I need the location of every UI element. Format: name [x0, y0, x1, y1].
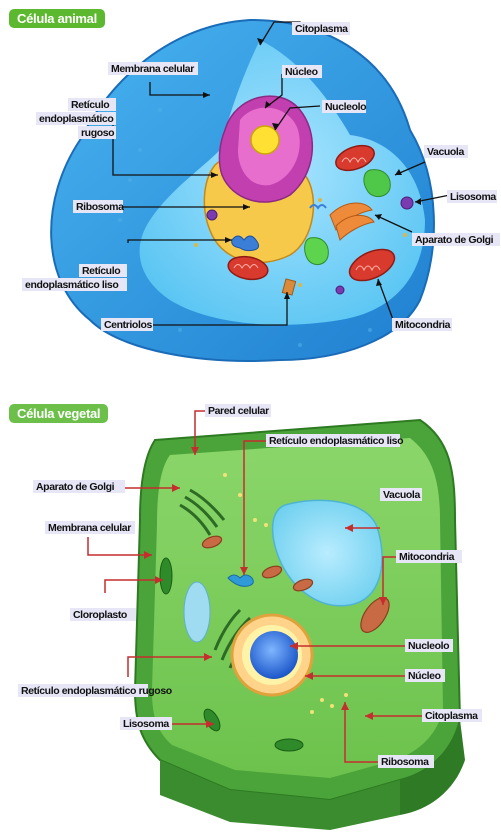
animal-label-membrana: Membrana celular — [111, 63, 194, 75]
plant-label-lisosoma: Lisosoma — [123, 718, 169, 730]
plant-chloroplast — [184, 582, 210, 642]
plant-cell: Pared celular Retículo endoplasmático li… — [18, 404, 482, 830]
animal-label-rel-2: endoplasmático liso — [25, 279, 118, 291]
plant-label-cloroplasto: Cloroplasto — [73, 609, 127, 621]
plant-label-vacuola: Vacuola — [383, 489, 420, 501]
animal-label-rer-2: endoplasmático — [39, 113, 113, 125]
animal-label-citoplasma: Citoplasma — [295, 23, 348, 35]
plant-label-golgi: Aparato de Golgi — [36, 481, 115, 493]
animal-nucleolus — [251, 126, 279, 154]
animal-lysosome — [401, 197, 413, 209]
animal-label-vacuola: Vacuola — [427, 146, 464, 158]
plant-label-citoplasma: Citoplasma — [425, 710, 478, 722]
animal-label-mitocondria: Mitocondria — [395, 319, 451, 331]
plant-label-membrana: Membrana celular — [48, 522, 131, 534]
animal-label-rel-1: Retículo — [82, 265, 120, 277]
plant-label-nucleo: Núcleo — [408, 670, 441, 682]
animal-label-ribosoma: Ribosoma — [76, 201, 124, 213]
animal-label-nucleolo: Nucleolo — [325, 101, 366, 113]
plant-label-pared: Pared celular — [208, 405, 269, 417]
plant-label-rel: Retículo endoplasmático liso — [269, 435, 403, 447]
plant-label-mitocondria: Mitocondria — [399, 551, 455, 563]
animal-cell: Citoplasma Membrana celular Núcleo Nucle… — [22, 20, 500, 361]
animal-label-rer-1: Retículo — [71, 99, 109, 111]
animal-label-golgi: Aparato de Golgi — [415, 234, 494, 246]
animal-label-centriolos: Centriolos — [104, 319, 152, 331]
animal-label-nucleo: Núcleo — [285, 66, 318, 78]
plant-nucleolus — [250, 631, 298, 679]
animal-label-rer-3: rugoso — [81, 127, 114, 139]
plant-label-nucleolo: Nucleolo — [408, 640, 449, 652]
plant-label-rer: Retículo endoplasmático rugoso — [21, 685, 172, 697]
animal-label-lisosoma: Lisosoma — [450, 191, 496, 203]
plant-label-ribosoma: Ribosoma — [381, 756, 429, 768]
